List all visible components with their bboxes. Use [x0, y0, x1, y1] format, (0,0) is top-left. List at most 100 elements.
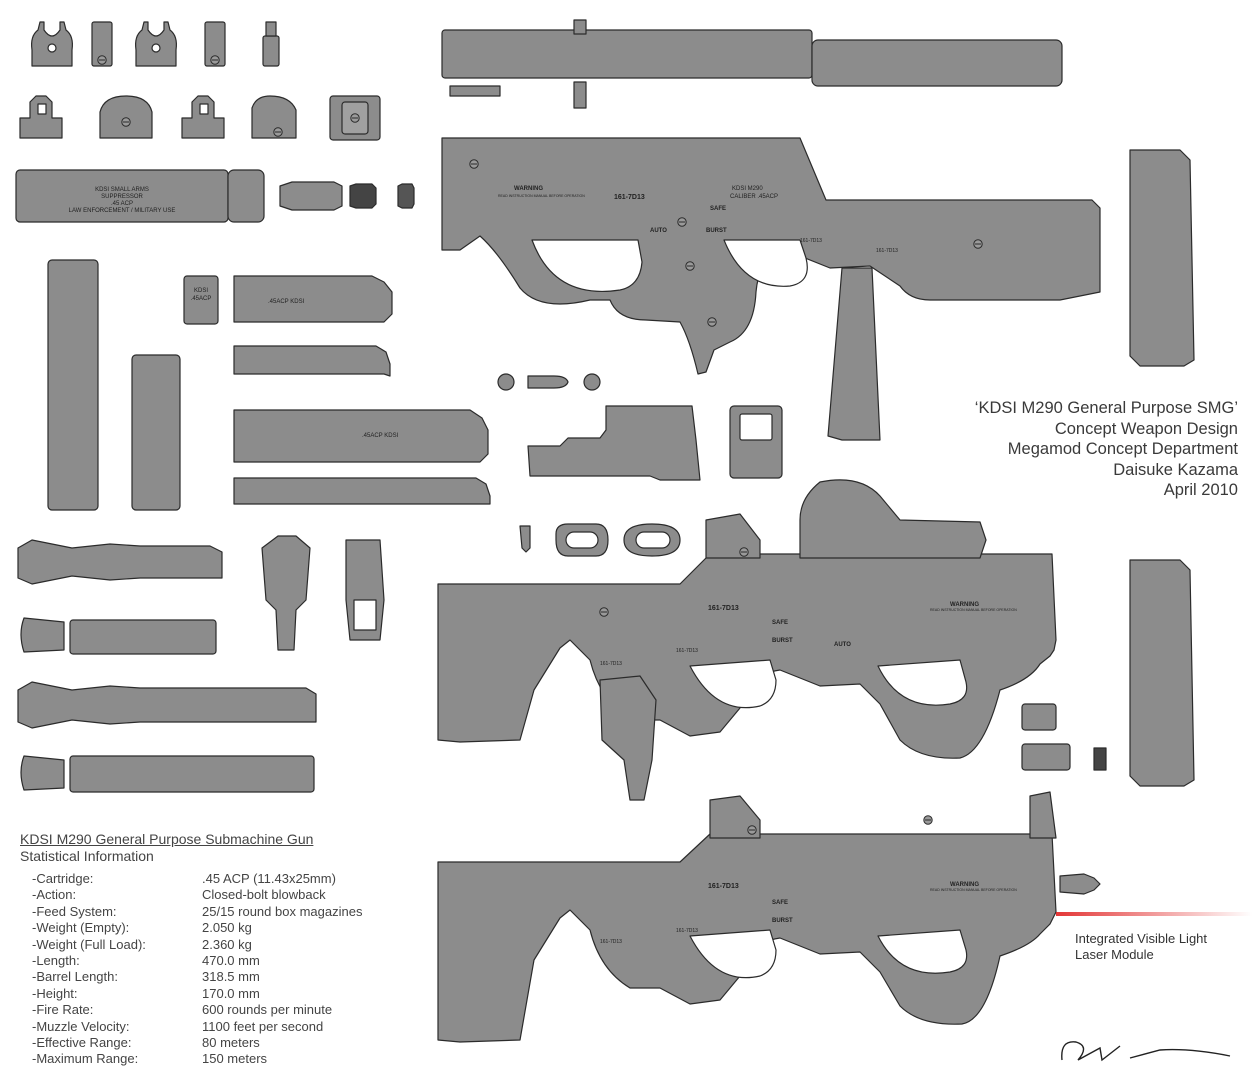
gun2-serial-3: 161-7D13 [676, 648, 698, 654]
stats-row: -Maximum Range:150 meters [20, 1051, 420, 1067]
stats-heading: KDSI M290 General Purpose Submachine Gun [20, 831, 314, 847]
stats-subheading: Statistical Information [20, 848, 154, 864]
gun2-warning: WARNING [950, 602, 979, 608]
stats-row: -Length: 470.0 mm [20, 953, 420, 969]
gun1-warning: WARNING [514, 186, 543, 192]
gun-side-view-optic [437, 479, 1195, 801]
gun1-serial-3: 161-7D13 [876, 248, 898, 254]
stat-label: -Fire Rate: [32, 1002, 94, 1018]
gun3-serial-3: 161-7D13 [676, 928, 698, 934]
gun-mounted-optic [799, 479, 987, 559]
cartridge-side [527, 375, 569, 389]
stat-value: 470.0 mm [202, 952, 260, 968]
sight-hood-part [99, 95, 153, 139]
stats-row: -Cartridge:.45 ACP (11.43x25mm) [20, 871, 420, 887]
long-magazine-side [233, 409, 489, 463]
stat-value: 2.050 kg [202, 920, 252, 936]
gun-side-view-iron-sights [437, 791, 1101, 1043]
rear-sight-folded-part [31, 21, 73, 67]
stats-panel: KDSI M290 General Purpose Submachine Gun… [20, 831, 420, 1068]
long-magazine-bottom-view [233, 477, 491, 505]
stat-label: -Weight (Full Load): [32, 936, 146, 952]
stat-value: 150 meters [202, 1051, 268, 1067]
long-magazine-marking: .45ACP KDSI [362, 433, 399, 439]
charging-handle-bottom [573, 81, 587, 109]
stat-label: -Length: [32, 952, 80, 968]
title-line: Daisuke Kazama [1113, 460, 1238, 479]
muzzle-brake-part [279, 181, 343, 211]
charging-handle-top [573, 19, 587, 35]
stats-row: -Muzzle Velocity: 1100 feet per second [20, 1019, 420, 1035]
stats-row: -Effective Range:80 meters [20, 1035, 420, 1051]
stat-value: 2.360 kg [202, 936, 252, 952]
sling-loop-assembly [20, 617, 65, 653]
rear-sight-folded-part-2 [135, 21, 177, 67]
mag-base-marking: KDSI [194, 288, 208, 294]
gun1-serial-2: 161-7D13 [800, 238, 822, 244]
short-magazine-marking: .45ACP KDSI [268, 299, 305, 305]
stat-label: -Feed System: [32, 903, 117, 919]
gun1-model: KDSI M290 [732, 186, 763, 192]
short-magazine-bottom-view [233, 345, 391, 377]
gun2-auto: AUTO [834, 642, 851, 648]
title-line: ‘KDSI M290 General Purpose SMG’ [974, 399, 1238, 417]
gun-front-view [1129, 559, 1195, 787]
gun3-warning: WARNING [950, 882, 979, 888]
stats-row: -Action:Closed-bolt blowback [20, 887, 420, 903]
sling-swivel-pin [519, 525, 531, 553]
gun2-serial: 161-7D13 [708, 605, 739, 612]
stat-value: 80 meters [202, 1034, 260, 1050]
barrel-nut-part-2 [397, 183, 415, 209]
stat-label: -Muzzle Velocity: [32, 1018, 130, 1034]
suppressor-cap [227, 169, 265, 223]
magazine-with-loop [69, 619, 217, 655]
rear-sight-raised-2 [181, 95, 225, 139]
sight-cover-part [251, 95, 297, 139]
gun1-safe: SAFE [710, 206, 726, 212]
stats-row: -Fire Rate:600 rounds per minute [20, 1002, 420, 1018]
upper-receiver-top-view [441, 29, 813, 79]
rail-section-part [1021, 743, 1071, 771]
gun2-warning-sub: READ INSTRUCTION MANUAL BEFORE OPERATION [930, 608, 1017, 612]
stats-row: -Barrel Length: 318.5 mm [20, 969, 420, 985]
gun2-burst: BURST [772, 638, 793, 644]
gun3-burst: BURST [772, 918, 793, 924]
sling-loop-assembly-2 [20, 755, 65, 791]
stat-value: 318.5 mm [202, 969, 260, 985]
stat-value: 25/15 round box magazines [202, 903, 363, 919]
laser-module-callout: Integrated Visible Light Laser Module [1075, 931, 1207, 963]
laser-callout-line: Laser Module [1075, 947, 1154, 962]
laser-beam [1056, 912, 1252, 916]
stats-row: -Weight (Full Load): 2.360 kg [20, 937, 420, 953]
rear-sight-raised [19, 95, 63, 139]
long-magazine-with-loop [69, 755, 315, 793]
holographic-sight-side [527, 405, 701, 481]
gun3-safe: SAFE [772, 900, 788, 906]
stats-row: -Weight (Empty):2.050 kg [20, 920, 420, 936]
magazine-base-plate [183, 275, 219, 325]
mag-base-marking-2: .45ACP [191, 296, 212, 302]
foregrip-with-magazine [17, 539, 223, 585]
title-line: April 2010 [1163, 481, 1238, 499]
sight-block-part-2 [204, 21, 226, 67]
suppressor-marking-3: .45 ACP [111, 201, 133, 207]
cartridge-base [497, 373, 515, 391]
gun1-auto: AUTO [650, 228, 667, 234]
suppressor-marking-4: LAW ENFORCEMENT / MILITARY USE [69, 208, 176, 214]
sight-block-part [91, 21, 113, 67]
short-magazine-side [233, 275, 393, 323]
stat-value: 1100 feet per second [202, 1018, 324, 1034]
gun1-caliber: CALIBER .45ACP [730, 194, 778, 200]
gun3-warning-sub: READ INSTRUCTION MANUAL BEFORE OPERATION [930, 888, 1017, 892]
foregrip-with-long-magazine [17, 681, 317, 729]
gun1-serial: 161-7D13 [614, 194, 645, 201]
rail-screw-part [1093, 747, 1107, 771]
gun2-serial-2: 161-7D13 [600, 661, 622, 667]
stat-label: -Barrel Length: [32, 969, 118, 985]
vertical-foregrip [261, 535, 311, 651]
suppressor-marking-1: KDSI SMALL ARMS [95, 187, 149, 193]
stat-value: Closed-bolt blowback [202, 887, 326, 903]
gun-rear-view [1129, 149, 1195, 367]
long-magazine-front [47, 259, 99, 511]
gun3-serial-2: 161-7D13 [600, 939, 622, 945]
